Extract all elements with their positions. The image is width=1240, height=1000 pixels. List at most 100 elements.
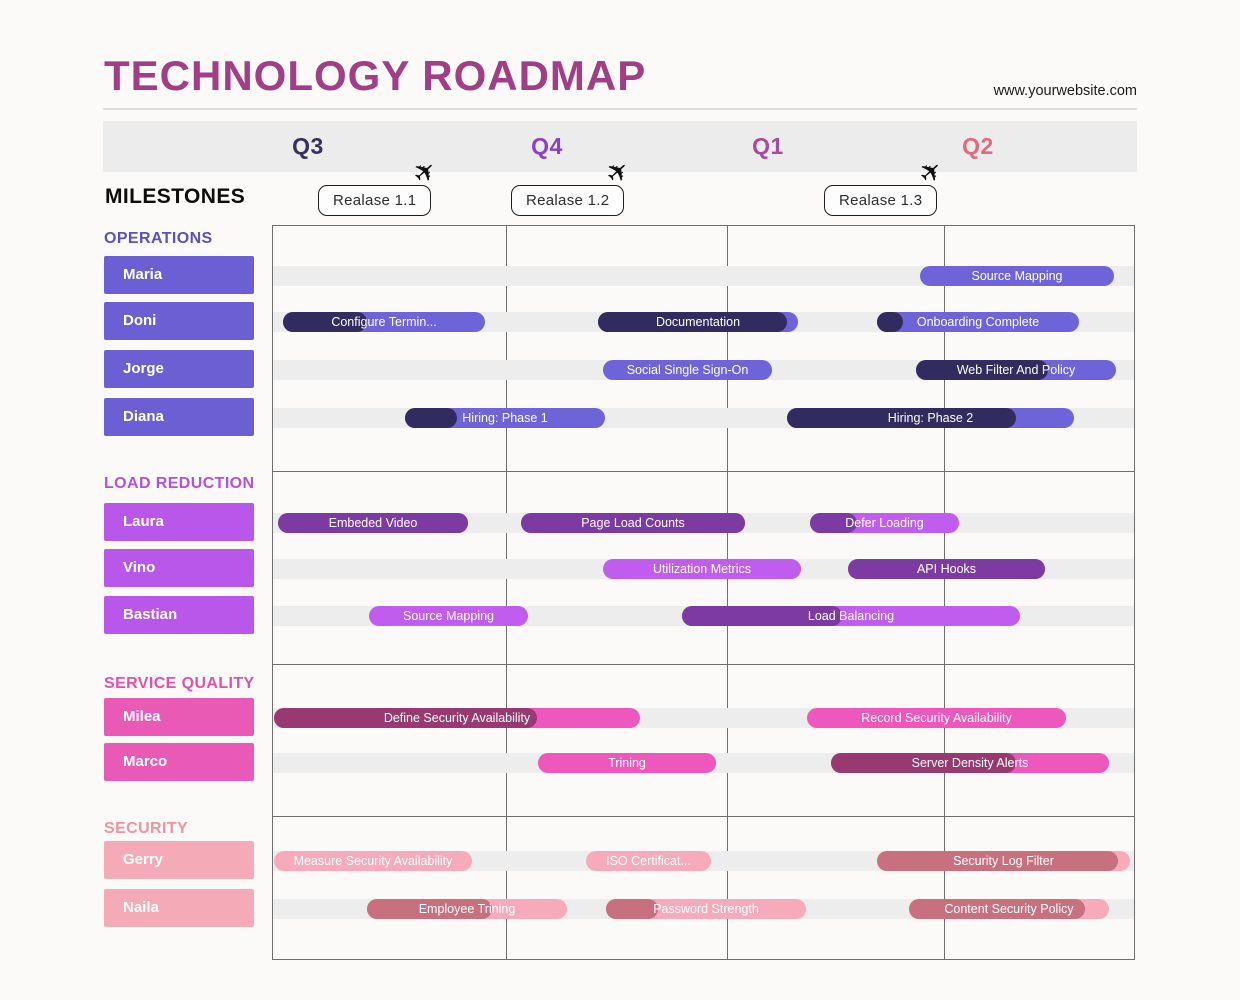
task-bar: Documentation (598, 312, 798, 332)
task-label: Hiring: Phase 1 (462, 411, 548, 425)
task-bar: Define Security Availability (274, 708, 640, 728)
task-label: Hiring: Phase 2 (887, 411, 974, 425)
task-progress (405, 408, 457, 428)
row-badge-diana: Diana (104, 398, 254, 436)
task-bar: Onboarding Complete (877, 312, 1079, 332)
task-bar: Password Strength (606, 899, 806, 919)
section-divider-line (273, 471, 1134, 472)
task-label: Content Security Policy (944, 902, 1074, 916)
milestones-heading: MILESTONES (105, 185, 246, 208)
section-label-service-quality: SERVICE QUALITY (104, 675, 255, 692)
milestone-box: Realase 1.3 (824, 185, 938, 216)
task-label: Trining (608, 756, 646, 770)
section-label-load-reduction: LOAD REDUCTION (104, 475, 255, 492)
task-progress (909, 899, 1085, 919)
task-label: Employee Trining (418, 902, 516, 916)
task-label: Embeded Video (328, 516, 418, 530)
task-progress (598, 312, 787, 332)
task-progress (810, 513, 857, 533)
task-progress (283, 312, 367, 332)
section-label-security: SECURITY (104, 820, 189, 837)
row-badge-bastian: Bastian (104, 596, 254, 634)
task-progress (682, 606, 842, 626)
task-bar: ISO Certificat... (586, 851, 711, 871)
task-progress (278, 513, 468, 533)
task-bar: Record Security Availability (807, 708, 1066, 728)
task-label: Social Single Sign-On (626, 363, 749, 377)
task-progress (916, 360, 1048, 380)
task-label: API Hooks (916, 562, 977, 576)
row-badge-naila: Naila (104, 889, 254, 927)
task-bar: Trining (538, 753, 716, 773)
task-label: Web Filter And Policy (956, 363, 1076, 377)
task-progress (367, 899, 492, 919)
row-badge-marco: Marco (104, 743, 254, 781)
quarter-label-q3: Q3 (292, 133, 324, 159)
quarter-label-q2: Q2 (962, 133, 994, 159)
task-label: Utilization Metrics (653, 562, 751, 576)
task-bar: Hiring: Phase 1 (405, 408, 605, 428)
task-bar: Utilization Metrics (603, 559, 801, 579)
row-badge-doni: Doni (104, 302, 254, 340)
task-bar: Load Balancing (682, 606, 1020, 626)
section-divider-line (273, 816, 1134, 817)
website-url: www.yourwebsite.com (993, 83, 1137, 99)
row-badge-laura: Laura (104, 503, 254, 541)
task-bar: Configure Termin... (283, 312, 485, 332)
task-label: Page Load Counts (581, 516, 685, 530)
task-label: Record Security Availability (861, 711, 1012, 725)
milestone-box: Realase 1.1 (318, 185, 432, 216)
task-label: Onboarding Complete (916, 315, 1040, 329)
task-bar: Employee Trining (367, 899, 567, 919)
task-progress (521, 513, 745, 533)
task-label: Measure Security Availability (293, 854, 453, 868)
task-label: Define Security Availability (383, 711, 531, 725)
section-divider-line (273, 664, 1134, 665)
task-bar: Defer Loading (810, 513, 959, 533)
task-progress (848, 559, 1045, 579)
row-badge-gerry: Gerry (104, 841, 254, 879)
row-badge-vino: Vino (104, 549, 254, 587)
task-bar: Security Log Filter (877, 851, 1130, 871)
task-bar: Content Security Policy (909, 899, 1109, 919)
quarter-header-band: Q3 Q4 Q1 Q2 (103, 121, 1137, 172)
task-bar: Social Single Sign-On (603, 360, 772, 380)
quarter-label-q4: Q4 (531, 133, 563, 159)
section-label-operations: OPERATIONS (104, 230, 213, 247)
task-bar: Source Mapping (920, 266, 1114, 286)
milestone-box: Realase 1.2 (511, 185, 625, 216)
title-divider (103, 108, 1137, 110)
task-progress (877, 312, 903, 332)
task-bar: Measure Security Availability (274, 851, 472, 871)
task-label: Security Log Filter (953, 854, 1054, 868)
row-badge-milea: Milea (104, 698, 254, 736)
grid-vline (506, 226, 507, 959)
task-progress (787, 408, 1016, 428)
task-bar: API Hooks (848, 559, 1045, 579)
task-bar: Server Density Alerts (831, 753, 1109, 773)
task-label: Configure Termin... (331, 315, 437, 329)
task-progress (606, 899, 658, 919)
task-label: Server Density Alerts (911, 756, 1029, 770)
row-badge-maria: Maria (104, 256, 254, 294)
task-label: Password Strength (653, 902, 759, 916)
task-label: Load Balancing (807, 609, 895, 623)
task-bar: Embeded Video (278, 513, 468, 533)
task-label: Defer Loading (845, 516, 924, 530)
task-label: Source Mapping (971, 269, 1063, 283)
quarter-label-q1: Q1 (752, 133, 784, 159)
task-progress (274, 708, 537, 728)
grid-vline (944, 226, 945, 959)
task-progress (831, 753, 1016, 773)
task-label: Documentation (655, 315, 741, 329)
row-track (273, 266, 1134, 286)
task-bar: Web Filter And Policy (916, 360, 1116, 380)
task-label: Source Mapping (402, 609, 495, 623)
task-progress (877, 851, 1118, 871)
row-badge-jorge: Jorge (104, 350, 254, 388)
page-title: TECHNOLOGY ROADMAP (104, 52, 647, 99)
grid-vline (727, 226, 728, 959)
task-bar: Source Mapping (369, 606, 528, 626)
